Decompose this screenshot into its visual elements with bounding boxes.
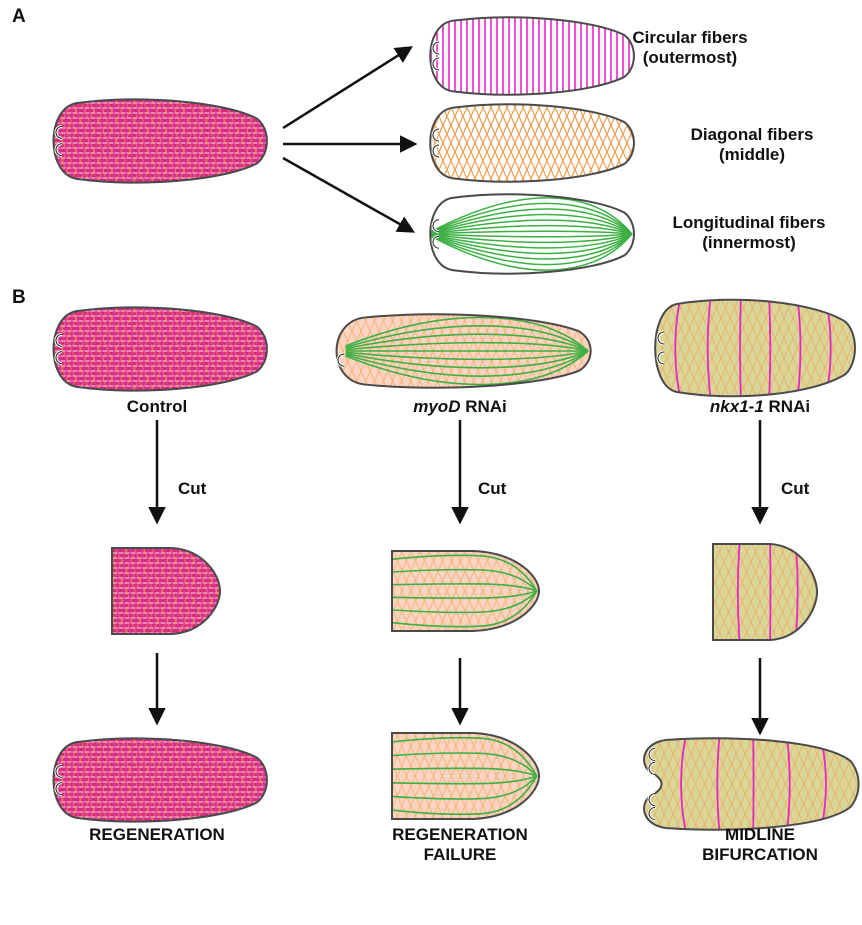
cut-label-nkx: Cut <box>781 479 809 499</box>
outcome-control-line1: REGENERATION <box>57 825 257 845</box>
fragment-control <box>26 548 344 634</box>
circular-fibers-line2: (outermost) <box>630 48 750 68</box>
planarian-control <box>0 306 388 392</box>
planarian-longitudinal <box>430 194 634 273</box>
diagonal-fibers-line1: Diagonal fibers <box>672 125 832 145</box>
outcome-nkx: MIDLINE BIFURCATION <box>660 825 860 864</box>
myod-gene: myoD <box>413 397 460 416</box>
panel-b-label: B <box>12 287 26 309</box>
longitudinal-fibers-label: Longitudinal fibers (innermost) <box>649 213 849 252</box>
outcome-myod-line1: REGENERATION <box>360 825 560 845</box>
arrow-to-longitudinal <box>283 158 412 231</box>
planarian-circular <box>430 16 634 96</box>
outcome-control: REGENERATION <box>57 825 257 845</box>
diagonal-fibers-line2: (middle) <box>672 145 832 165</box>
outcome-myod-line2: FAILURE <box>360 845 560 865</box>
outcome-nkx-line1: MIDLINE <box>660 825 860 845</box>
diagonal-fibers-label: Diagonal fibers (middle) <box>672 125 832 164</box>
circular-fibers-label: Circular fibers (outermost) <box>630 28 750 67</box>
cut-label-control: Cut <box>178 479 206 499</box>
nkx-rnai-label: nkx1-1 RNAi <box>690 397 830 417</box>
myod-rnai-label: myoD RNAi <box>390 397 530 417</box>
fragment-nkx <box>617 542 862 642</box>
outcome-nkx-line2: BIFURCATION <box>660 845 860 865</box>
arrow-to-circular <box>283 48 410 128</box>
planarian-all-fibers <box>0 98 388 184</box>
longitudinal-fibers-line2: (innermost) <box>649 233 849 253</box>
nkx-gene: nkx1-1 <box>710 397 764 416</box>
regeneration-failure-myod <box>306 733 660 819</box>
nkx-suffix: RNAi <box>764 397 810 416</box>
fragment-myod <box>312 551 654 631</box>
longitudinal-fibers-line1: Longitudinal fibers <box>649 213 849 233</box>
planarian-myod <box>254 313 702 389</box>
control-label: Control <box>97 397 217 417</box>
control-suffix: Control <box>127 397 187 416</box>
outcome-myod: REGENERATION FAILURE <box>360 825 560 864</box>
cut-label-myod: Cut <box>478 479 506 499</box>
myod-suffix: RNAi <box>460 397 506 416</box>
circular-fibers-line1: Circular fibers <box>630 28 750 48</box>
planarian-nkx <box>550 296 862 400</box>
panel-a-label: A <box>12 6 26 28</box>
bifurcated-nkx <box>549 736 862 832</box>
regenerated-control <box>0 737 388 823</box>
